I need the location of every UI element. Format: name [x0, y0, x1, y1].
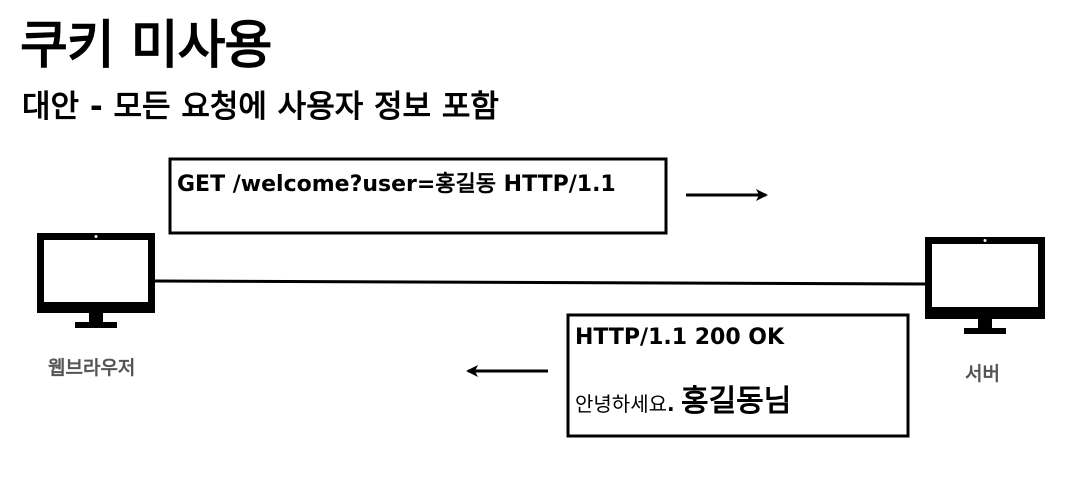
response-greeting: 안녕하세요. 홍길동님 [575, 387, 791, 417]
client-monitor-icon [37, 233, 155, 328]
response-box [566, 313, 910, 438]
greeting-dot: . [667, 392, 675, 416]
request-line: GET /welcome?user=홍길동 HTTP/1.1 [177, 172, 616, 197]
greeting-prefix: 안녕하세요 [575, 392, 667, 416]
request-box [168, 157, 668, 235]
response-status-line: HTTP/1.1 200 OK [575, 325, 785, 350]
server-label: 서버 [965, 363, 1000, 385]
client-label: 웹브라우저 [48, 357, 136, 379]
greeting-name: 홍길동님 [680, 384, 792, 419]
server-monitor-icon [925, 237, 1045, 334]
connection-line [154, 279, 931, 286]
page-subtitle: 대안 - 모든 요청에 사용자 정보 포함 [22, 89, 499, 125]
page-title: 쿠키 미사용 [20, 16, 272, 76]
